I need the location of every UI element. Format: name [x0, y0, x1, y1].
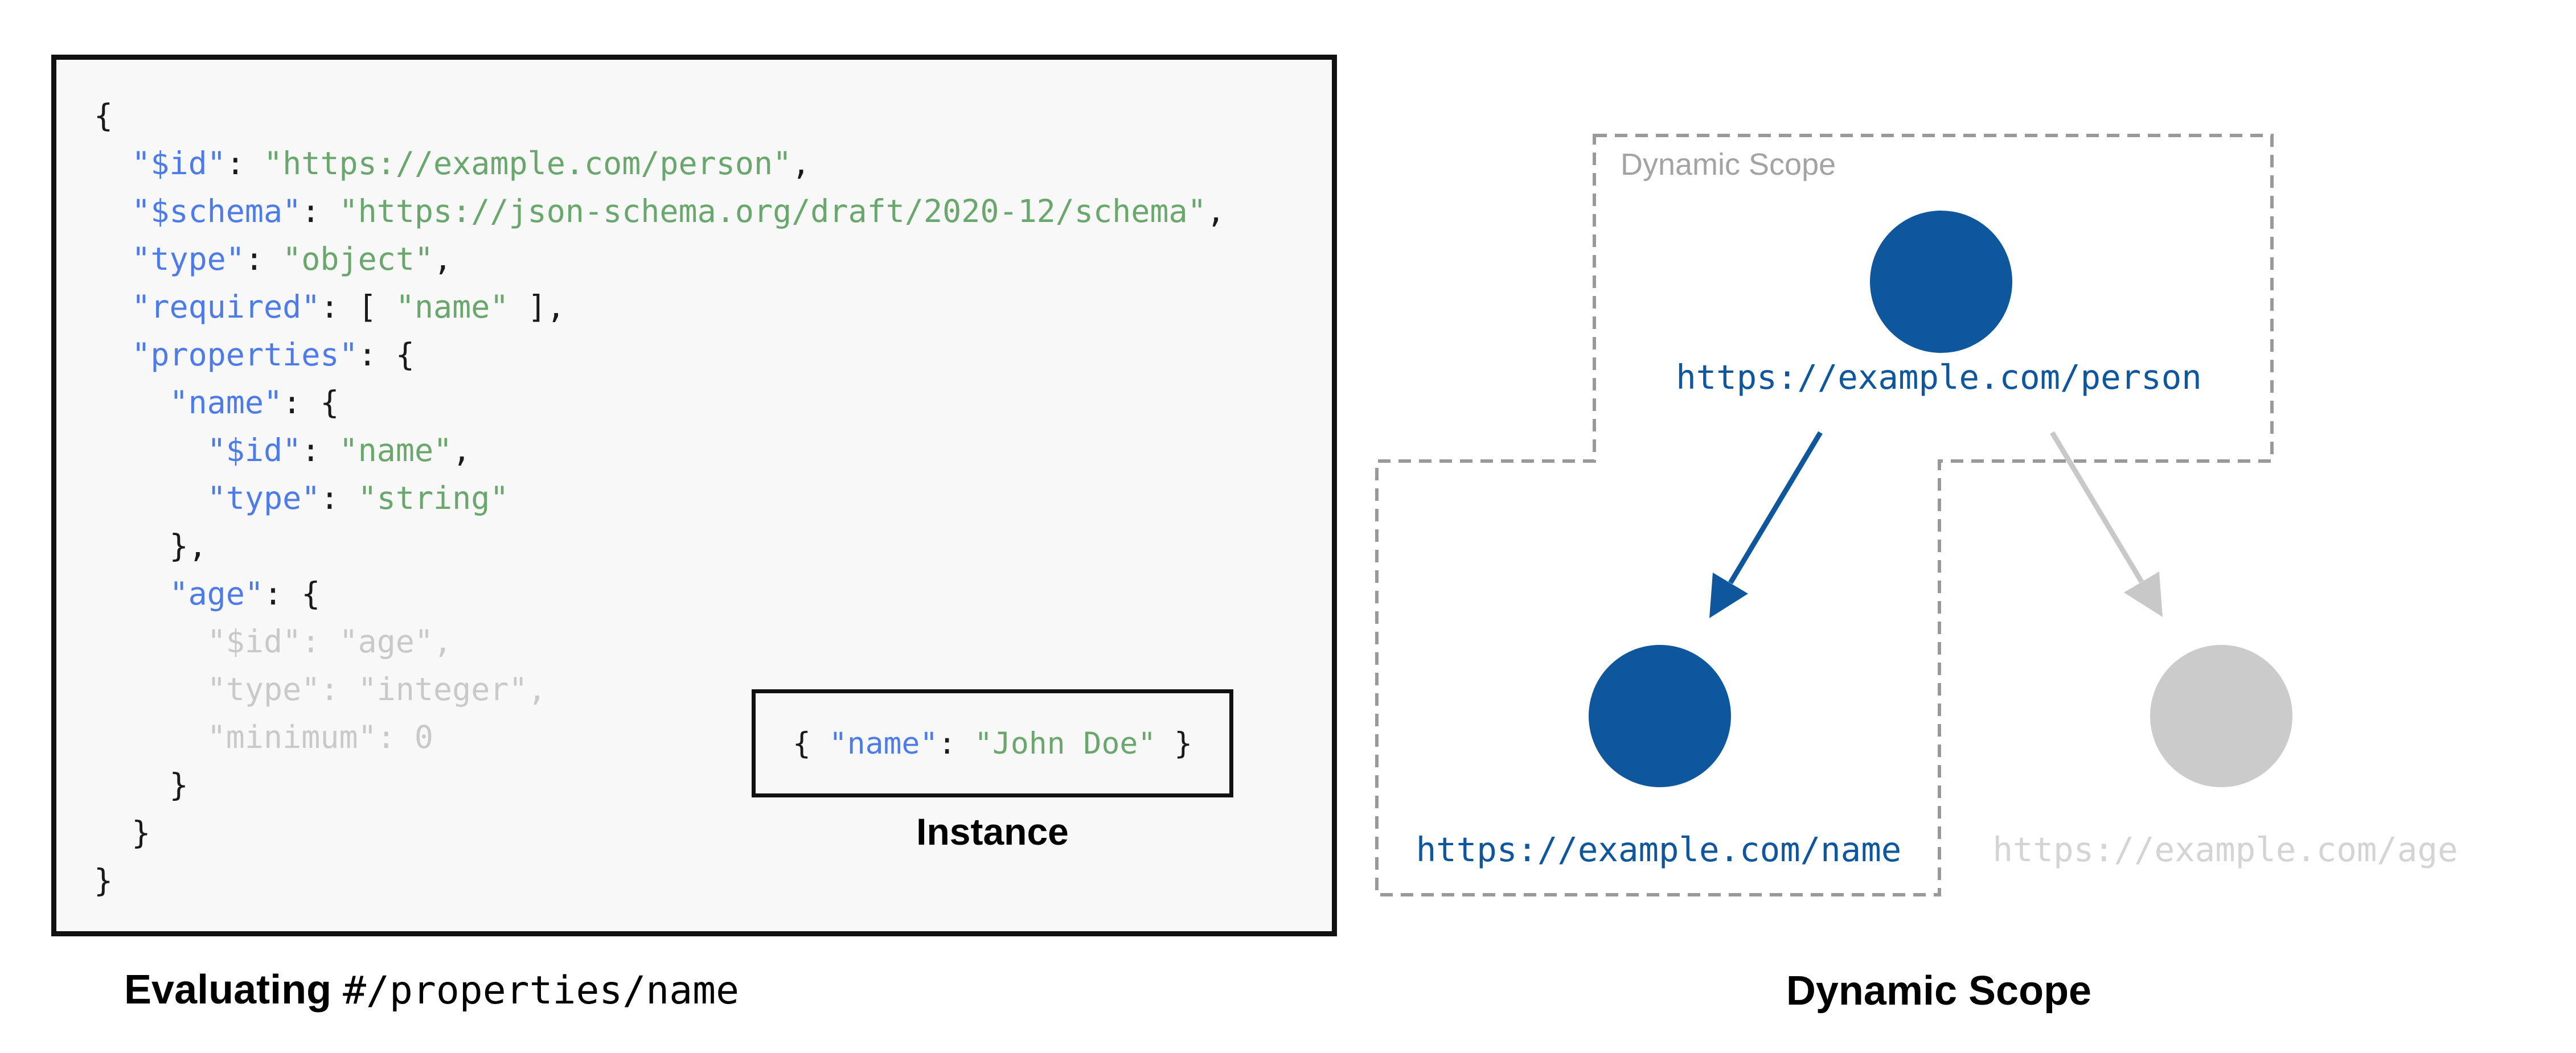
code-line: "minimum": 0 [94, 719, 434, 755]
age-node [2150, 645, 2292, 787]
name-node-label: https://example.com/name [1416, 830, 1902, 869]
schema-code: { "$id": "https://example.com/person", "… [94, 92, 1225, 904]
code-line: "$id": "https://example.com/person", [132, 145, 811, 182]
code-line: "$id": "name", [207, 432, 471, 468]
code-line: "$id": "age", [94, 623, 453, 660]
code-line: "$schema": "https://json-schema.org/draf… [132, 193, 1225, 229]
person-node-label: https://example.com/person [1676, 357, 2202, 397]
dynamic-scope-corner-label: Dynamic Scope [1621, 147, 1836, 182]
code-line: } [94, 767, 188, 803]
arrow-person-to-name [1728, 431, 1823, 585]
code-line: }, [94, 528, 207, 564]
arrow-person-to-name-head [1709, 573, 1748, 618]
evaluating-caption-bold: Evaluating [124, 967, 343, 1013]
dynamic-scope-boundary [1375, 134, 2274, 896]
code-line: "properties": { [132, 336, 415, 373]
evaluating-caption: Evaluating #/properties/name [124, 966, 739, 1013]
dynamic-scope-caption: Dynamic Scope [1786, 968, 2092, 1014]
schema-code-panel: { "$id": "https://example.com/person", "… [51, 55, 1337, 936]
instance-label: Instance [916, 811, 1069, 853]
code-line: } [94, 862, 113, 899]
code-line: "type": "integer", [94, 671, 547, 708]
code-line: "type": "object", [132, 241, 453, 277]
person-node [1870, 211, 2012, 353]
code-line: "type": "string" [207, 480, 509, 516]
code-line: "name": { [169, 384, 339, 421]
code-line: { "name": "John Doe" } [792, 726, 1193, 761]
arrow-person-to-age [2050, 431, 2144, 583]
age-node-label: https://example.com/age [1992, 830, 2458, 869]
evaluating-caption-pointer: #/properties/name [343, 968, 740, 1013]
arrow-person-to-age-head [2124, 571, 2163, 617]
code-line: "required": [ "name" ], [132, 289, 565, 325]
instance-box: { "name": "John Doe" } [752, 689, 1233, 797]
instance-code: { "name": "John Doe" } [793, 726, 1192, 761]
code-line: } [94, 815, 151, 851]
code-line: { [94, 97, 113, 134]
code-line: "age": { [169, 575, 321, 612]
name-node [1589, 645, 1731, 787]
